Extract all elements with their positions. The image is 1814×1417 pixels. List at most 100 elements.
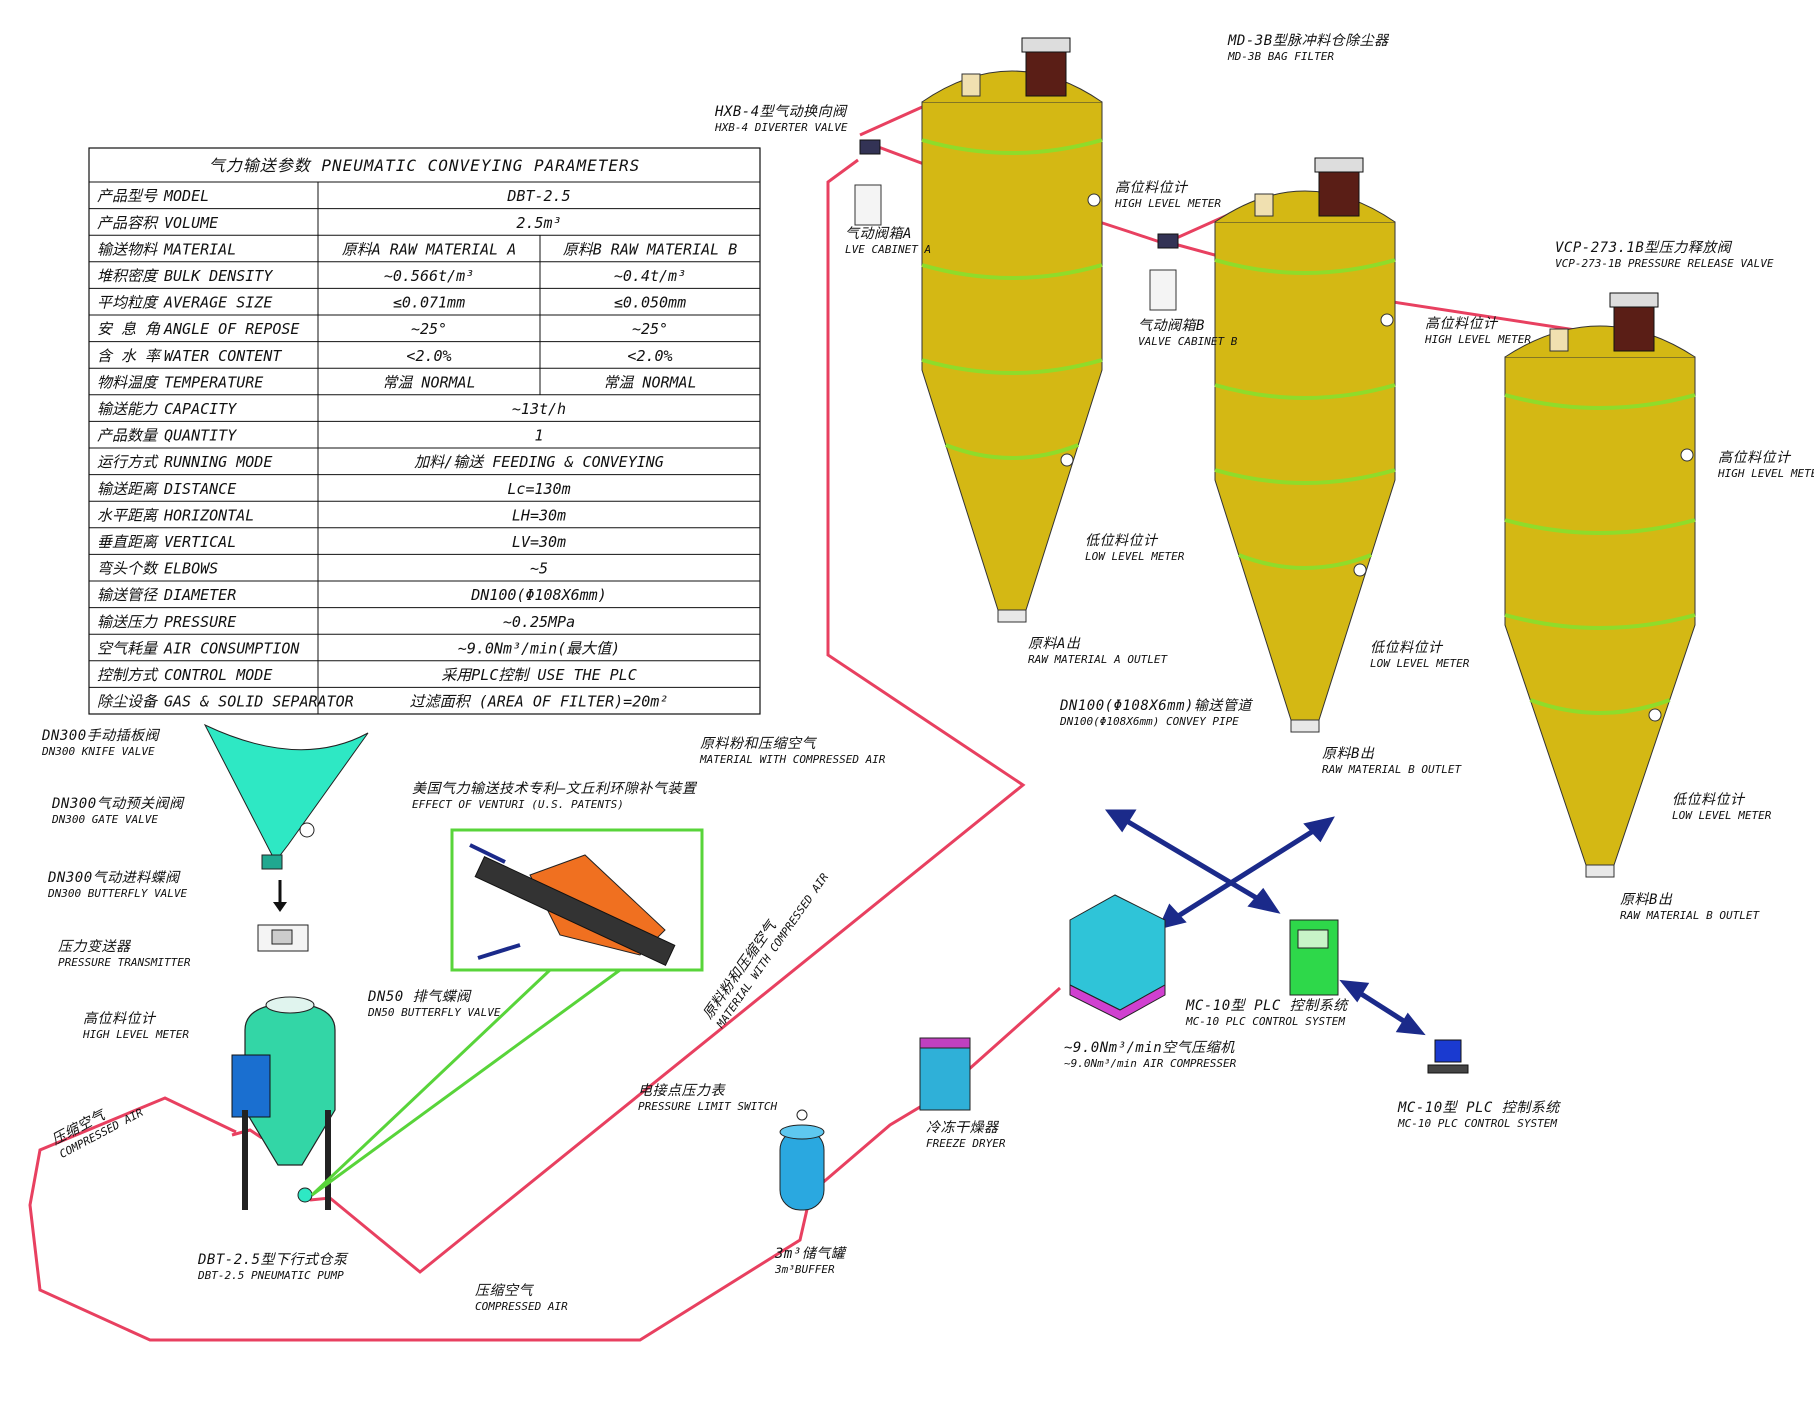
hl2-label-en: HIGH LEVEL METER <box>1424 333 1531 346</box>
table-row-value: 采用PLC控制 USE THE PLC <box>441 666 636 684</box>
knife-label-zh: DN300手动插板阀 <box>41 728 161 744</box>
comp-label-en: ~9.0Nm³/min AIR COMPRESSER <box>1064 1057 1237 1070</box>
gate-label-en: DN300 GATE VALVE <box>51 813 158 826</box>
table-row-value: ~0.25MPa <box>503 613 575 631</box>
comm-arrow-c <box>1353 987 1412 1028</box>
table-row-en: HORIZONTAL <box>163 506 254 524</box>
arrowhead-c2 <box>1395 1012 1426 1036</box>
table-row-a: 原料A RAW MATERIAL A <box>342 240 517 258</box>
dryer-label-en: FREEZE DRYER <box>926 1137 1006 1150</box>
air-compressor-base <box>1069 984 1166 1021</box>
venturi-leader-2 <box>311 968 621 1197</box>
utilities <box>779 894 1469 1211</box>
table-row-zh: 产品数量 <box>97 427 159 445</box>
table-row-value: DN100(Φ108X6mm) <box>470 586 606 604</box>
silo-a <box>921 37 1103 623</box>
buffer-tank <box>779 1129 825 1211</box>
computer-monitor-icon <box>1434 1039 1462 1063</box>
feed-arrowhead-icon <box>273 902 287 912</box>
table-row-zh: 平均粒度 <box>97 294 159 312</box>
table-row-value: 过滤面积 (AREA OF FILTER)=20m² <box>410 693 669 711</box>
buffer-label-zh: 3m³储气罐 <box>774 1246 848 1262</box>
table-row-en: DISTANCE <box>163 480 236 498</box>
bag-filter-grid <box>1021 37 1071 53</box>
pump-leg-right <box>325 1110 331 1210</box>
table-row-a: ~25° <box>411 320 447 338</box>
plc-cabinet-screen <box>1297 929 1329 949</box>
pump-control-box <box>231 1054 271 1118</box>
outa-label-zh: 原料A出 <box>1028 636 1081 652</box>
table-row-zh: 水平距离 <box>97 506 159 524</box>
butterfly-label-en: DN300 BUTTERFLY VALVE <box>47 887 187 900</box>
table-row-en: GAS & SOLID SEPARATOR <box>164 693 354 711</box>
knife-valve-icon <box>261 854 283 870</box>
freeze-dryer <box>919 1044 971 1111</box>
table-row-en: RUNNING MODE <box>164 453 272 471</box>
table-row-zh: 空气耗量 <box>97 639 159 657</box>
pump-label-zh: DBT-2.5型下行式仓泵 <box>197 1252 349 1268</box>
table-row-en: MODEL <box>163 187 209 205</box>
psw-label-zh: 电接点压力表 <box>638 1083 726 1099</box>
silo-body <box>921 101 1103 611</box>
outa-label-en: RAW MATERIAL A OUTLET <box>1028 653 1168 666</box>
ll1-label-zh: 低位料位计 <box>1085 533 1159 549</box>
ptx-label-en: PRESSURE TRANSMITTER <box>58 956 191 969</box>
silo-band <box>921 263 1103 280</box>
table-row-en: TEMPERATURE <box>164 373 263 391</box>
hl3-label-zh: 高位料位计 <box>1718 450 1792 466</box>
table-row-zh: 产品容积 <box>97 214 159 232</box>
pipe-label-en: DN100(Φ108X6mm) CONVEY PIPE <box>1059 715 1239 728</box>
table-row-zh: 除尘设备 <box>97 693 159 711</box>
dn50-label-en: DN50 BUTTERFLY VALVE <box>367 1006 501 1019</box>
cab-b-label-en: VALVE CABINET B <box>1138 335 1238 348</box>
silo-outlet-flange <box>1585 864 1615 878</box>
psw-label-en: PRESSURE LIMIT SWITCH <box>638 1100 777 1113</box>
plc1-label-en: MC-10 PLC CONTROL SYSTEM <box>1185 1015 1345 1028</box>
silo-band <box>1529 698 1671 715</box>
table-row-en: CAPACITY <box>164 400 237 418</box>
hxb4-label-zh: HXB-4型气动换向阀 <box>714 104 848 120</box>
table-row-en: BULK DENSITY <box>164 267 273 285</box>
table-row-a: 常温 NORMAL <box>382 373 475 391</box>
table-row-value: 2.5m³ <box>516 214 561 232</box>
ca2-label-zh: 压缩空气 <box>475 1283 534 1299</box>
plc1-label-zh: MC-10型 PLC 控制系统 <box>1185 998 1349 1014</box>
silo-band <box>945 443 1079 460</box>
table-row-b: <2.0% <box>627 347 672 365</box>
pressure-release-valve-icon <box>961 73 981 97</box>
cab-a-label-en: LVE CABINET A <box>845 243 931 256</box>
table-row-b: ~25° <box>632 320 668 338</box>
pressure-release-valve-icon <box>1549 328 1569 352</box>
knife-label-en: DN300 KNIFE VALVE <box>41 745 155 758</box>
silo-b <box>1214 157 1396 733</box>
table-row-value: LH=30m <box>512 506 566 524</box>
table-row-a: ~0.566t/m³ <box>384 267 474 285</box>
silo-band <box>921 138 1103 155</box>
hl3-label-en: HIGH LEVEL METER <box>1717 467 1814 480</box>
table-row-value: LV=30m <box>512 533 566 551</box>
pump-top-flange <box>265 996 315 1014</box>
table-frame <box>88 147 761 715</box>
table-row-en: MATERIAL <box>163 240 236 258</box>
venturi-label-en: EFFECT OF VENTURI (U.S. PATENTS) <box>412 798 624 811</box>
diverter-valve-b-icon <box>1157 233 1179 249</box>
communication-arrows <box>1105 809 1426 1036</box>
table-row-zh: 堆积密度 <box>97 267 159 285</box>
table-row-b: ≤0.050mm <box>614 294 686 312</box>
table-row-en: AVERAGE SIZE <box>163 294 272 312</box>
pressure-switch-icon <box>796 1109 808 1121</box>
silo-band <box>1238 553 1372 570</box>
ll1-label-en: LOW LEVEL METER <box>1085 550 1185 563</box>
silo-roof <box>1504 325 1696 358</box>
outb2-label-zh: 原料B出 <box>1620 892 1673 908</box>
venturi-label-zh: 美国气力输送技术专利—文丘利环隙补气装置 <box>412 781 698 797</box>
silo-outlet-flange <box>1290 719 1320 733</box>
bag-filter-grid <box>1314 157 1364 173</box>
computer-keyboard-icon <box>1427 1064 1469 1074</box>
table-row-en: WATER CONTENT <box>164 347 282 365</box>
dryer-label-zh: 冷冻干燥器 <box>926 1120 1000 1136</box>
bag-filter-grid <box>1609 292 1659 308</box>
bag-filter <box>1613 306 1655 352</box>
